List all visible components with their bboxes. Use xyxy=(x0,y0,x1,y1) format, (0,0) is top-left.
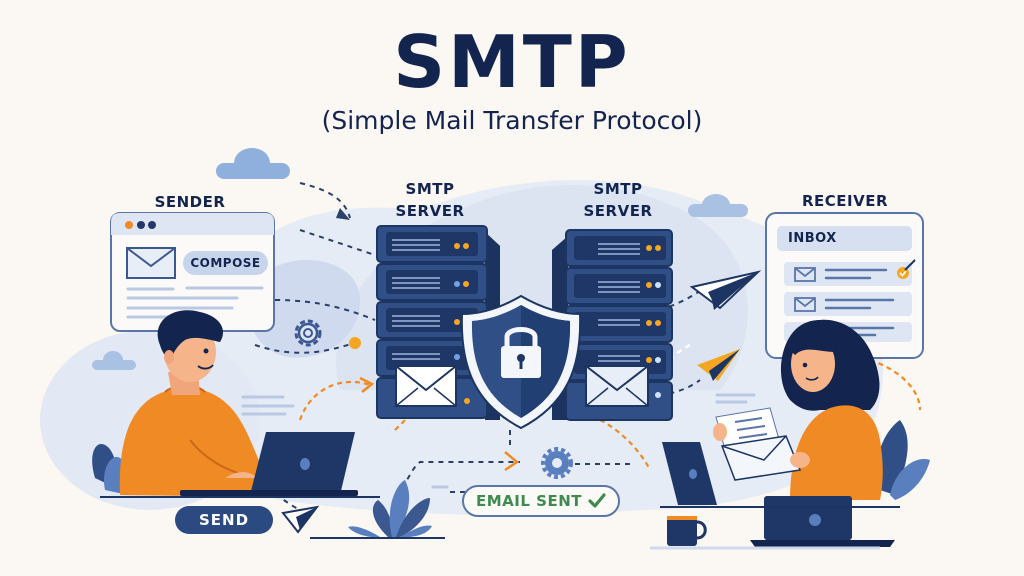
laptop-icon xyxy=(662,442,717,505)
receiver-person-illustration xyxy=(650,319,930,550)
smtp-server-right-label: SMTP SERVER xyxy=(568,178,668,222)
paper-plane-icon xyxy=(689,270,762,310)
envelope-icon xyxy=(794,297,816,312)
receiver-label: RECEIVER xyxy=(801,192,889,210)
check-icon xyxy=(588,493,606,508)
gear-icon xyxy=(294,319,322,347)
server-label-line1: SMTP xyxy=(593,180,643,198)
plant-icon xyxy=(310,480,445,539)
laptop-icon xyxy=(750,496,895,547)
page-title: SMTP xyxy=(393,20,631,104)
smtp-server-left-label: SMTP SERVER xyxy=(380,178,480,222)
email-sent-badge: EMAIL SENT xyxy=(462,485,620,517)
node-dot xyxy=(349,337,361,349)
paper-plane-icon xyxy=(281,505,320,534)
page-subtitle: (Simple Mail Transfer Protocol) xyxy=(321,106,703,135)
envelope-icon xyxy=(794,267,816,282)
arrow-icon xyxy=(359,376,375,393)
arrow-icon xyxy=(504,451,520,472)
server-label-line2: SERVER xyxy=(583,202,653,220)
laptop-icon xyxy=(180,432,358,496)
envelope-icon xyxy=(585,365,649,407)
cloud-icon xyxy=(216,148,290,179)
paper-plane-icon xyxy=(697,349,740,381)
email-sent-label: EMAIL SENT xyxy=(476,492,582,510)
arrow-icon xyxy=(336,208,350,220)
inbox-title: INBOX xyxy=(788,231,837,246)
cloud-icon xyxy=(92,351,136,370)
shield-lock-icon xyxy=(460,294,582,430)
server-label-line2: SERVER xyxy=(395,202,465,220)
sender-label: SENDER xyxy=(154,193,226,211)
gear-icon xyxy=(541,447,573,479)
cloud-icon xyxy=(688,194,748,217)
check-badge-icon xyxy=(897,259,916,279)
sender-person-illustration xyxy=(92,310,380,498)
send-button[interactable]: SEND xyxy=(175,506,273,534)
server-label-line1: SMTP xyxy=(405,180,455,198)
background-blob-mid xyxy=(249,260,360,358)
compose-button[interactable]: COMPOSE xyxy=(190,256,261,270)
sender-window xyxy=(110,212,275,332)
envelope-icon xyxy=(395,365,457,407)
mug-icon xyxy=(667,516,707,546)
text-lines xyxy=(241,393,756,489)
envelope-icon xyxy=(126,247,176,279)
